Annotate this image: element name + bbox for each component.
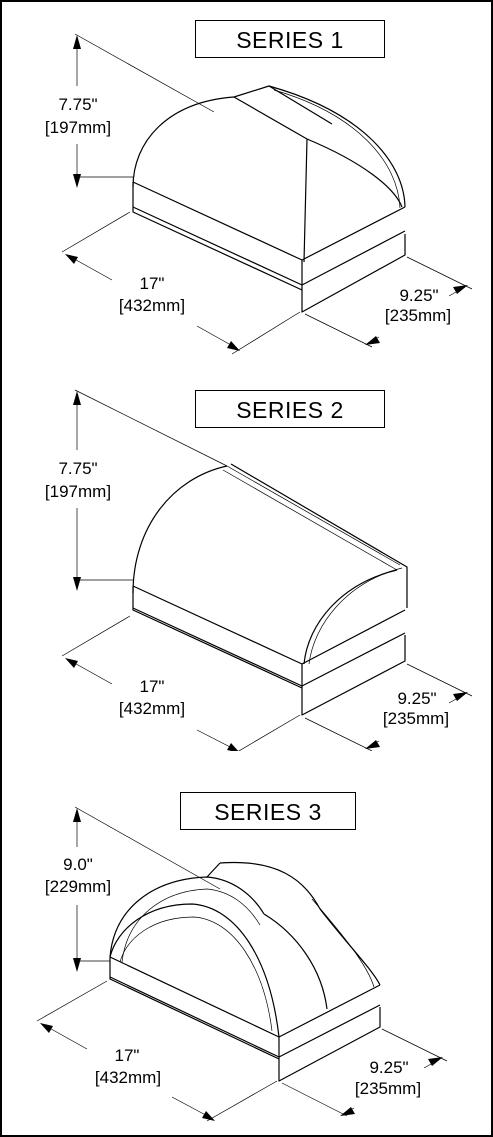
- series-2-depth-mm: [235mm]: [382, 709, 450, 728]
- series-1-length-mm: [432mm]: [118, 296, 186, 315]
- series-3-height-in: 9.0": [63, 855, 93, 874]
- series-1-depth-mm: [235mm]: [384, 306, 452, 325]
- series-3-height-mm: [229mm]: [44, 877, 112, 896]
- series-1-height-mm: [197mm]: [44, 118, 112, 137]
- series-2-length-mm: [432mm]: [118, 699, 186, 718]
- series-3-title: SERIES 3: [180, 792, 356, 830]
- series-2-length-in: 17": [139, 677, 165, 696]
- series-3-drawing: [36, 806, 448, 1122]
- series-3-depth-mm: [235mm]: [354, 1079, 422, 1098]
- series-2-drawing: [61, 389, 473, 751]
- series-1-depth-in: 9.25": [399, 286, 439, 305]
- series-3-length-mm: [432mm]: [94, 1068, 162, 1087]
- series-3-length-in: 17": [114, 1046, 140, 1065]
- series-2-title: SERIES 2: [195, 390, 385, 428]
- series-1-length-in: 17": [139, 274, 165, 293]
- series-2-height-mm: [197mm]: [44, 482, 112, 501]
- series-1-title: SERIES 1: [195, 20, 385, 58]
- series-3-panel: SERIES 3 9.0" [229mm] 17" [432mm] 9.25" …: [2, 759, 491, 1135]
- series-1-panel: SERIES 1 7.75" [197mm] 17" [432mm] 9.25"…: [2, 2, 491, 362]
- series-2-panel: SERIES 2 7.75" [197mm] 17" [432mm] 9.25"…: [2, 368, 491, 751]
- series-2-height-in: 7.75": [58, 459, 98, 478]
- series-1-drawing: [61, 33, 473, 355]
- series-1-height-in: 7.75": [58, 95, 98, 114]
- series-2-depth-in: 9.25": [397, 689, 437, 708]
- series-3-depth-in: 9.25": [369, 1058, 409, 1077]
